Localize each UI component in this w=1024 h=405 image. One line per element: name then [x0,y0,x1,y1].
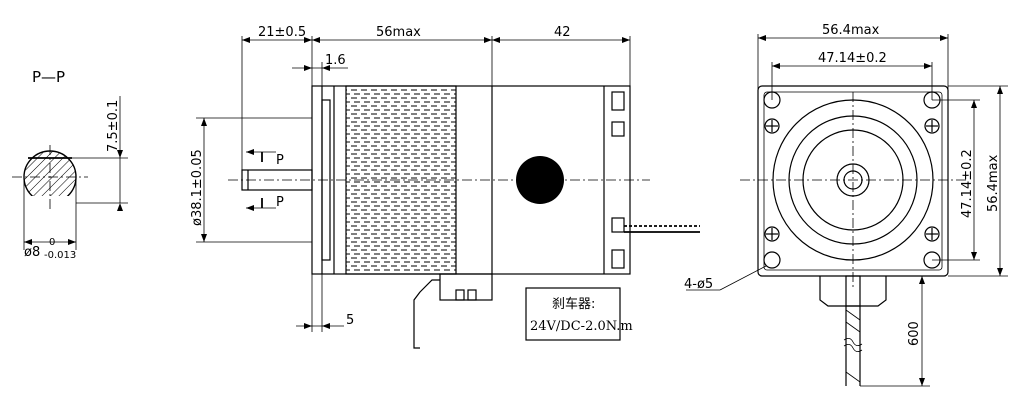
dim-hole-spacing-v: 47.14±0.2 [960,149,975,218]
section-view: P—P 7.5±0.1 ø8 0 -0.013 [12,68,128,261]
dim-dia-tol-upper: 0 [49,237,55,248]
mounting-hole [763,91,781,109]
section-marker-bottom: P [276,195,284,210]
dim-lead-length: 600 [907,321,922,346]
dim-dia-label: ø8 [24,245,40,260]
dim-shaft-length: 21±0.5 [258,25,306,40]
dim-brake-length: 42 [554,25,571,40]
stator-winding [345,85,457,275]
section-label: P—P [32,68,65,86]
dim-hole-spacing-h: 47.14±0.2 [818,51,887,66]
section-marker-top: P [276,153,284,168]
dim-pilot-depth: 5 [346,313,354,328]
dim-flange-thickness: 1.6 [325,53,346,68]
dim-pilot-dia: ø38.1±0.05 [190,149,205,226]
dim-flat-label: 7.5±0.1 [106,100,121,152]
brake-note-title: 刹车器: [552,296,595,312]
brake-note-box [525,287,621,341]
dim-height: 56.4max [986,154,1001,212]
dim-body-length: 56max [376,25,421,40]
brake-note-spec: 24V/DC-2.0N.m [530,319,633,334]
side-view: 21±0.5 56max 42 1.6 P [190,25,700,349]
mounting-hole [763,251,781,269]
front-view: 56.4max 47.14±0.2 47.14±0.2 [684,23,1008,387]
dim-holes: 4-ø5 [684,277,713,292]
dim-dia-tol-lower: -0.013 [44,250,76,261]
dim-width: 56.4max [822,23,880,38]
